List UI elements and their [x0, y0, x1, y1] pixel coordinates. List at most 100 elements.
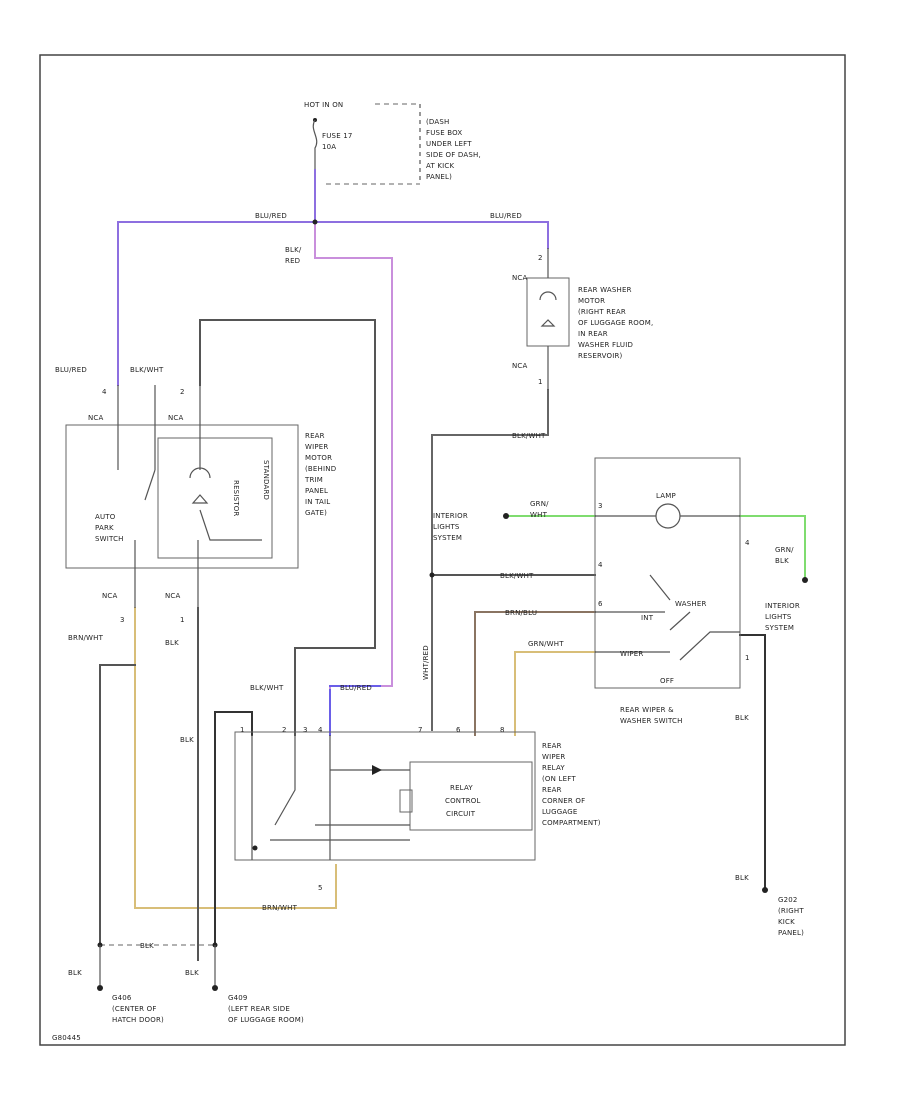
- fuse-label-1: FUSE 17: [322, 132, 353, 140]
- relay-contact-node: [252, 845, 258, 851]
- pin-number: 6: [598, 600, 603, 608]
- svg-text:MOTOR: MOTOR: [305, 454, 332, 462]
- svg-text:PANEL): PANEL): [778, 929, 804, 937]
- relay-coil-tab: [399, 789, 413, 813]
- pin-number: 2: [282, 726, 287, 734]
- wire-grn-blk: [739, 515, 806, 581]
- svg-text:REAR WIPER &: REAR WIPER &: [620, 706, 674, 714]
- auto-park-switch-contacts: [117, 385, 156, 501]
- svg-text:(LEFT REAR SIDE: (LEFT REAR SIDE: [228, 1005, 290, 1013]
- svg-text:(DASH: (DASH: [426, 118, 450, 126]
- wire-label-grn-blk-2: BLK: [775, 557, 789, 565]
- pin-number: 5: [318, 884, 323, 892]
- wire-blk-wht-ground: [99, 664, 136, 946]
- svg-text:(RIGHT: (RIGHT: [778, 907, 804, 915]
- auto-park-switch-label: AUTO PARK SWITCH: [95, 513, 124, 543]
- wire-blk-switch-ground: [739, 634, 766, 891]
- wire-washer-motor-out: [431, 389, 549, 731]
- wire-label-grn-wht-a2: WHT: [530, 511, 548, 519]
- pin-number: 1: [538, 378, 543, 386]
- wiper-motor-standard-label: STANDARD: [262, 460, 270, 500]
- svg-text:CIRCUIT: CIRCUIT: [446, 810, 476, 818]
- wire-label-grn-wht-b1: GRN/WHT: [528, 640, 564, 648]
- svg-text:INTERIOR: INTERIOR: [433, 512, 468, 520]
- rear-wiper-motor-label: REAR WIPER MOTOR (BEHIND TRIM PANEL IN T…: [304, 432, 336, 517]
- interior-lights-left-label: INTERIOR LIGHTS SYSTEM: [433, 512, 468, 542]
- pin-number: 7: [418, 726, 423, 734]
- svg-text:OF LUGGAGE ROOM): OF LUGGAGE ROOM): [228, 1016, 304, 1024]
- pin-number: 1: [180, 616, 185, 624]
- pin-number: 4: [318, 726, 323, 734]
- diagram-id: G80445: [52, 1034, 81, 1042]
- interior-lights-right-label: INTERIOR LIGHTS SYSTEM: [765, 602, 800, 632]
- wire-label-blk-wht-a: BLK/WHT: [130, 366, 164, 374]
- wire-label-blk-d: BLK: [68, 969, 82, 977]
- switch-off-label: OFF: [660, 677, 674, 685]
- pin-number: 2: [538, 254, 543, 262]
- svg-text:REAR: REAR: [542, 742, 562, 750]
- fuse-label-2: 10A: [322, 143, 336, 151]
- switch-wiper-label: WIPER: [620, 650, 644, 658]
- wire-label-blk-wht-d: BLK/WHT: [250, 684, 284, 692]
- svg-text:REAR: REAR: [305, 432, 325, 440]
- switch-lamp-label: LAMP: [656, 492, 676, 500]
- switch-washer-label: WASHER: [675, 600, 707, 608]
- wire-blk-red: [314, 221, 393, 736]
- svg-text:RELAY: RELAY: [542, 764, 565, 772]
- wire-label-blk-red-1: BLK/: [285, 246, 302, 254]
- wire-label-blk-c: BLK: [140, 942, 154, 950]
- svg-text:OF LUGGAGE ROOM,: OF LUGGAGE ROOM,: [578, 319, 653, 327]
- wiper-motor-armature-icon: [189, 385, 262, 541]
- rear-wiper-washer-switch-label: REAR WIPER & WASHER SWITCH: [620, 706, 682, 725]
- auto-park-leads: [134, 540, 199, 608]
- wire-label-grn-blk-1: GRN/: [775, 546, 794, 554]
- svg-text:INTERIOR: INTERIOR: [765, 602, 800, 610]
- pin-number: 3: [120, 616, 125, 624]
- rear-washer-motor-label: REAR WASHER MOTOR (RIGHT REAR OF LUGGAGE…: [578, 286, 653, 360]
- pin-number: 3: [598, 502, 603, 510]
- ground-g202-icon: [762, 887, 768, 893]
- nca-label-3: NCA: [512, 274, 528, 282]
- wire-label-blk-red-2: RED: [285, 257, 300, 265]
- svg-text:REAR WASHER: REAR WASHER: [578, 286, 632, 294]
- pin-number: 1: [240, 726, 245, 734]
- nca-label-5: NCA: [102, 592, 118, 600]
- svg-text:IN TAIL: IN TAIL: [305, 498, 330, 506]
- wire-blk-relay-ground: [214, 711, 253, 946]
- wire-label-blk-f: BLK: [735, 714, 749, 722]
- wire-label-grn-wht-a1: GRN/: [530, 500, 549, 508]
- svg-text:PARK: PARK: [95, 524, 114, 532]
- wire-label-blu-red-c: BLU/RED: [55, 366, 87, 374]
- svg-text:WIPER: WIPER: [542, 753, 566, 761]
- svg-text:REAR: REAR: [542, 786, 562, 794]
- svg-text:WIPER: WIPER: [305, 443, 329, 451]
- pin-number: 3: [303, 726, 308, 734]
- svg-text:IN REAR: IN REAR: [578, 330, 608, 338]
- wire-label-blu-red-b: BLU/RED: [490, 212, 522, 220]
- wire-label-blk-b: BLK: [180, 736, 194, 744]
- relay-contact-lines: [251, 735, 410, 860]
- wire-label-blu-red-d: BLU/RED: [340, 684, 372, 692]
- rear-washer-motor-box: [526, 277, 570, 347]
- ground-g409-icon: [212, 985, 218, 991]
- svg-text:(BEHIND: (BEHIND: [305, 465, 336, 473]
- svg-text:RESERVOIR): RESERVOIR): [578, 352, 623, 360]
- svg-text:LIGHTS: LIGHTS: [433, 523, 460, 531]
- fuse-box-note: (DASH FUSE BOX UNDER LEFT SIDE OF DASH, …: [426, 118, 481, 181]
- wiper-motor-inner-box: [157, 437, 273, 559]
- rear-wiper-relay-label: REAR WIPER RELAY (ON LEFT REAR CORNER OF…: [542, 742, 601, 827]
- svg-text:G202: G202: [778, 896, 798, 904]
- svg-text:SIDE OF DASH,: SIDE OF DASH,: [426, 151, 481, 159]
- washer-motor-coil-icon: [539, 291, 557, 327]
- pin-number: 2: [180, 388, 185, 396]
- rear-wiper-washer-switch-box: [594, 457, 741, 689]
- feed-splice-node: [312, 219, 318, 225]
- svg-text:PANEL): PANEL): [426, 173, 452, 181]
- hot-in-on-label: HOT IN ON: [304, 101, 343, 109]
- wire-blk-wht-motor: [199, 319, 376, 736]
- ground-g202-label: G202 (RIGHT KICK PANEL): [778, 896, 804, 937]
- wiper-motor-resistor-label: RESISTOR: [232, 480, 240, 517]
- wire-label-blk-g: BLK: [735, 874, 749, 882]
- svg-text:SWITCH: SWITCH: [95, 535, 124, 543]
